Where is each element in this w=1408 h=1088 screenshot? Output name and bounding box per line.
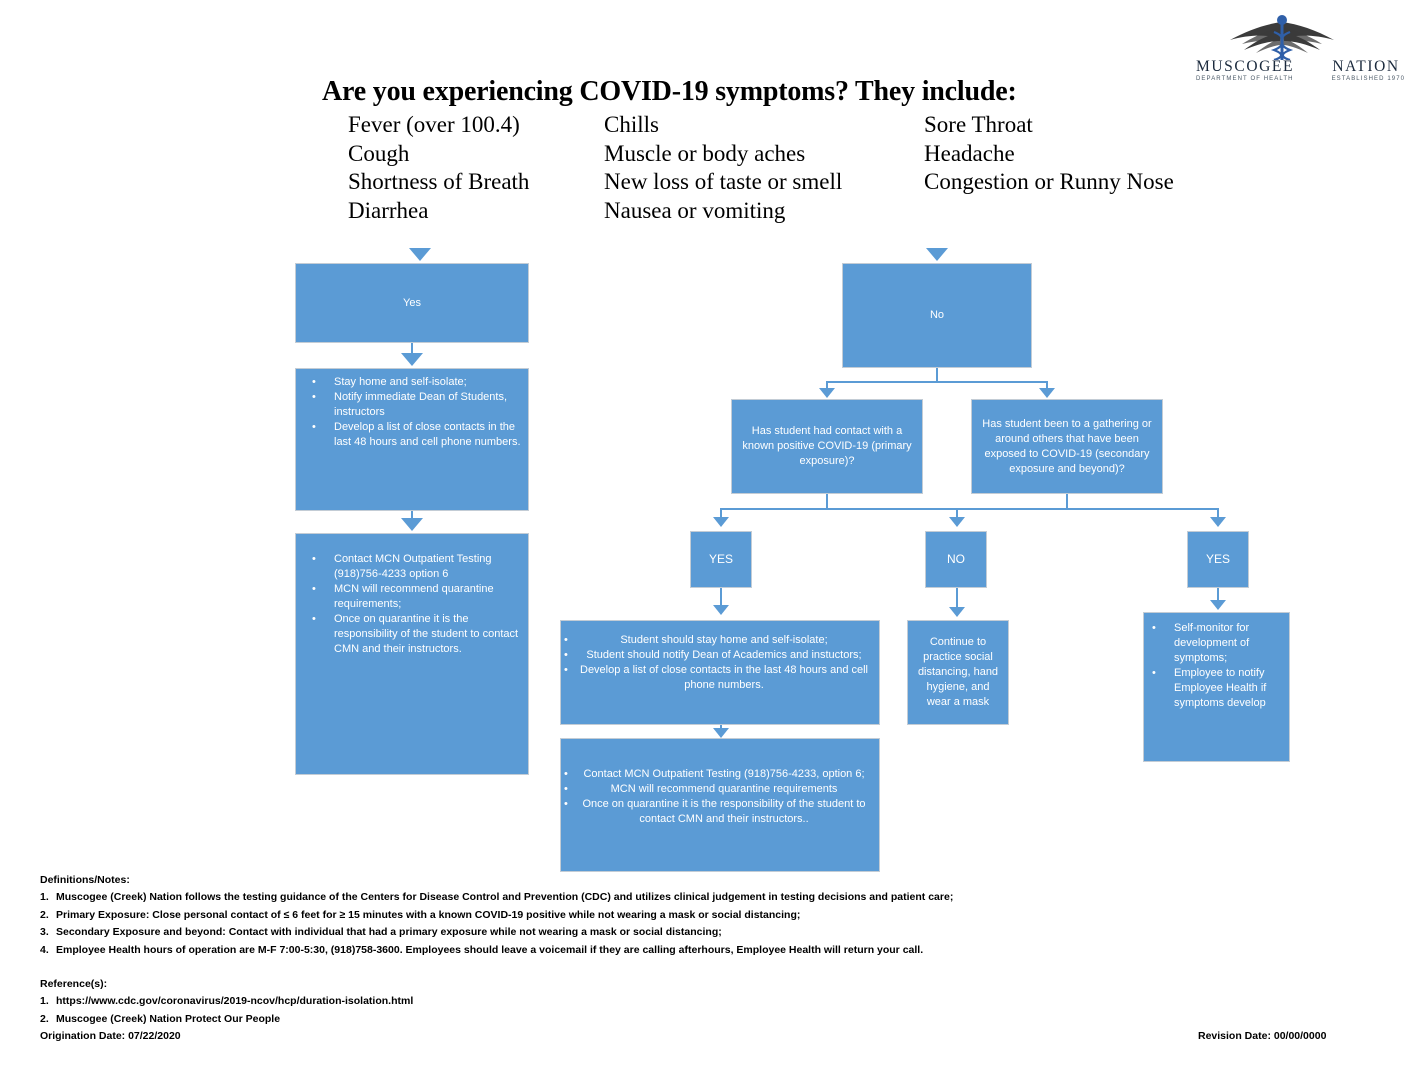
connector-yes-secondary-down	[1217, 588, 1219, 606]
symptom-item: Diarrhea	[348, 197, 429, 223]
arrow-to-yes-primary	[713, 517, 729, 527]
revision-date: Revision Date: 00/00/0000	[1198, 1030, 1327, 1042]
connector-no-split-bar	[826, 381, 1048, 383]
connector-no-primary-down	[956, 588, 958, 612]
connector-no-right-stem	[1046, 381, 1048, 389]
symptom-item: Muscle or body aches	[604, 140, 806, 166]
list-item: Self-monitor for development of symptoms…	[1152, 621, 1285, 666]
list-item: Contact MCN Outpatient Testing (918)756-…	[312, 552, 524, 582]
references-title: Reference(s):	[40, 978, 108, 990]
arrow-to-student-contact	[713, 728, 729, 738]
list-item: Develop a list of close contacts in the …	[564, 663, 875, 693]
note-item: 3.Secondary Exposure and beyond: Contact…	[40, 926, 722, 938]
caduceus-wings-icon	[1230, 15, 1334, 62]
secondary-exposure-question-text: Has student been to a gathering or aroun…	[982, 417, 1152, 475]
student-contact-box: Contact MCN Outpatient Testing (918)756-…	[560, 738, 880, 872]
note-item: 1.Muscogee (Creek) Nation follows the te…	[40, 891, 954, 903]
definitions-notes-title: Definitions/Notes:	[40, 874, 130, 886]
reference-item: 1.https://www.cdc.gov/coronavirus/2019-n…	[40, 995, 414, 1007]
primary-exposure-question-box: Has student had contact with a known pos…	[731, 399, 923, 494]
answer-no-primary-box: NO	[925, 531, 987, 588]
connector-branch-no-primary	[956, 508, 958, 518]
connector-primary-stem	[826, 494, 828, 510]
secondary-exposure-question-box: Has student been to a gathering or aroun…	[971, 399, 1163, 494]
list-item: Once on quarantine it is the responsibil…	[564, 797, 875, 827]
arrow-to-no-box	[926, 248, 948, 261]
yes-actions-box: Stay home and self-isolate; Notify immed…	[295, 368, 529, 511]
answer-no-primary-label: NO	[947, 552, 965, 566]
symptom-item: Chills	[604, 112, 659, 137]
symptom-item: Cough	[348, 140, 410, 166]
list-item: MCN will recommend quarantine requiremen…	[312, 582, 524, 612]
connector-secondary-stem	[1066, 494, 1068, 510]
reference-item: 2.Muscogee (Creek) Nation Protect Our Pe…	[40, 1012, 281, 1025]
yes-branch-label: Yes	[403, 296, 421, 309]
answer-yes-primary-box: YES	[690, 531, 752, 588]
symptom-item: Headache	[924, 140, 1015, 166]
symptom-item: Nausea or vomiting	[604, 197, 786, 223]
self-monitor-box: Self-monitor for development of symptoms…	[1143, 612, 1290, 762]
arrow-to-yes-actions	[401, 353, 423, 366]
list-item: MCN will recommend quarantine requiremen…	[564, 782, 875, 797]
yes-branch-box: Yes	[295, 263, 529, 343]
symptom-item: Congestion or Runny Nose	[924, 169, 1174, 194]
student-actions-box: Student should stay home and self-isolat…	[560, 620, 880, 725]
definitions-notes-list: 1.Muscogee (Creek) Nation follows the te…	[40, 889, 953, 959]
list-item: Develop a list of close contacts in the …	[312, 420, 524, 450]
symptom-item: Sore Throat	[924, 112, 1033, 137]
list-item: Stay home and self-isolate;	[312, 375, 524, 390]
arrow-to-primary-question	[819, 388, 835, 398]
symptom-column-2: Chills Muscle or body aches New loss of …	[604, 111, 842, 225]
yes-contact-box: Contact MCN Outpatient Testing (918)756-…	[295, 533, 529, 775]
connector-no-stem	[936, 368, 938, 382]
list-item: Contact MCN Outpatient Testing (918)756-…	[564, 767, 875, 782]
origination-date: Origination Date: 07/22/2020	[40, 1030, 181, 1042]
symptom-item: Fever (over 100.4)	[348, 112, 520, 137]
symptom-column-3: Sore Throat Headache Congestion or Runny…	[924, 111, 1174, 197]
list-item: Notify immediate Dean of Students, instr…	[312, 390, 524, 420]
symptom-column-1: Fever (over 100.4) Cough Shortness of Br…	[348, 111, 529, 225]
list-item: Once on quarantine it is the responsibil…	[312, 612, 524, 657]
logo-wordmark: MUSCOGEE NATION	[1196, 58, 1400, 75]
continue-practice-box: Continue to practice social distancing, …	[907, 620, 1009, 725]
arrow-to-secondary-question	[1039, 388, 1055, 398]
arrow-to-no-primary	[949, 517, 965, 527]
arrow-to-yes-secondary	[1210, 517, 1226, 527]
arrow-to-yes-box	[409, 248, 431, 261]
answer-yes-secondary-box: YES	[1187, 531, 1249, 588]
symptom-item: Shortness of Breath	[348, 169, 530, 194]
primary-exposure-question-text: Has student had contact with a known pos…	[742, 425, 912, 467]
connector-yes-to-actions	[411, 343, 413, 359]
page-title: Are you experiencing COVID-19 symptoms? …	[322, 76, 1017, 107]
cdc-link[interactable]: https://www.cdc.gov/coronavirus/2019-nco…	[56, 995, 414, 1007]
arrow-to-student-actions	[713, 605, 729, 615]
connector-branch-yes-secondary	[1217, 508, 1219, 518]
arrow-to-yes-contact	[401, 518, 423, 531]
answer-yes-secondary-label: YES	[1205, 552, 1230, 566]
list-item: Employee to notify Employee Health if sy…	[1152, 666, 1285, 711]
connector-no-left-stem	[826, 381, 828, 389]
references-list: 1.https://www.cdc.gov/coronavirus/2019-n…	[40, 993, 413, 1028]
continue-practice-text: Continue to practice social distancing, …	[917, 636, 999, 708]
no-branch-label: No	[929, 309, 945, 321]
connector-three-way-bar	[720, 508, 1219, 510]
note-item: 4.Employee Health hours of operation are…	[40, 943, 924, 956]
note-item: 2.Primary Exposure: Close personal conta…	[40, 908, 801, 921]
connector-branch-yes-primary	[720, 508, 722, 518]
connector-yes-primary-down	[720, 588, 722, 610]
arrow-to-continue-practice	[949, 607, 965, 617]
answer-yes-primary-label: YES	[708, 552, 733, 566]
list-item: Student should stay home and self-isolat…	[564, 633, 875, 648]
list-item: Student should notify Dean of Academics …	[564, 648, 875, 663]
connector-yes-actions-to-contact	[411, 511, 413, 523]
no-branch-box: No	[842, 263, 1032, 368]
arrow-to-self-monitor	[1210, 600, 1226, 610]
symptom-item: New loss of taste or smell	[604, 169, 843, 194]
